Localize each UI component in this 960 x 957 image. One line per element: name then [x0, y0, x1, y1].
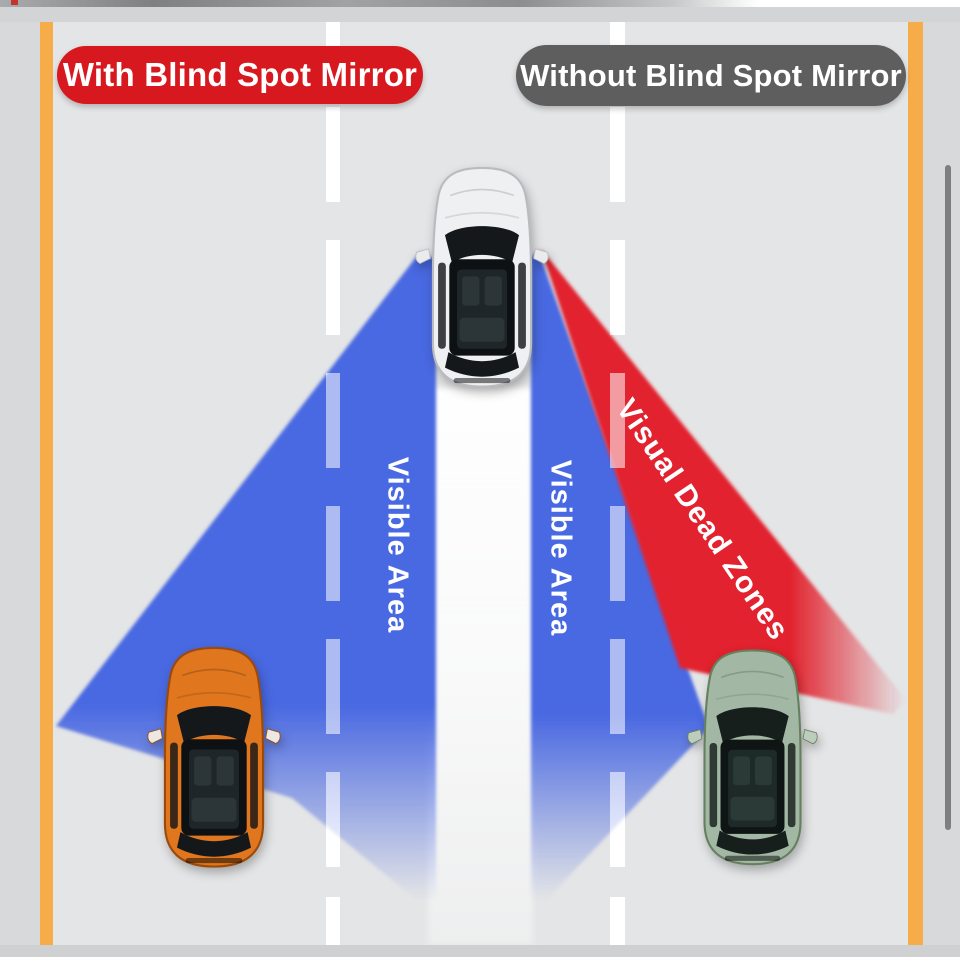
left-mirror-icon [687, 729, 703, 745]
with-mirror-badge-label: With Blind Spot Mirror [62, 56, 418, 93]
dead-zone-cone [541, 249, 906, 714]
top-edge-shadow [0, 0, 960, 7]
top-red-sliver [11, 0, 18, 5]
visible-area-label-left: Visible Area [381, 456, 414, 634]
with-mirror-badge: With Blind Spot Mirror [57, 46, 423, 104]
without-mirror-badge-label: Without Blind Spot Mirror [520, 57, 902, 93]
green-car [687, 649, 818, 866]
visible-area-cone-left [56, 252, 436, 916]
right-mirror-icon [265, 728, 281, 744]
road-edge-line-right [908, 22, 923, 945]
right-mirror-icon [802, 729, 818, 745]
road-edge-line-left [40, 22, 53, 945]
orange-car [147, 646, 281, 868]
left-mirror-icon [415, 248, 431, 264]
visible-area-label-right: Visible Area [544, 459, 577, 637]
bottom-margin [0, 945, 960, 957]
ego-silver-car [415, 166, 549, 388]
right-mirror-icon [533, 248, 549, 264]
scrollbar-thumb[interactable] [945, 165, 951, 830]
lane-line-left-overlay [326, 22, 340, 945]
lane-line-right-overlay [610, 22, 625, 945]
without-mirror-badge: Without Blind Spot Mirror [516, 45, 906, 106]
left-mirror-icon [147, 728, 163, 744]
rear-view-band [428, 388, 533, 945]
